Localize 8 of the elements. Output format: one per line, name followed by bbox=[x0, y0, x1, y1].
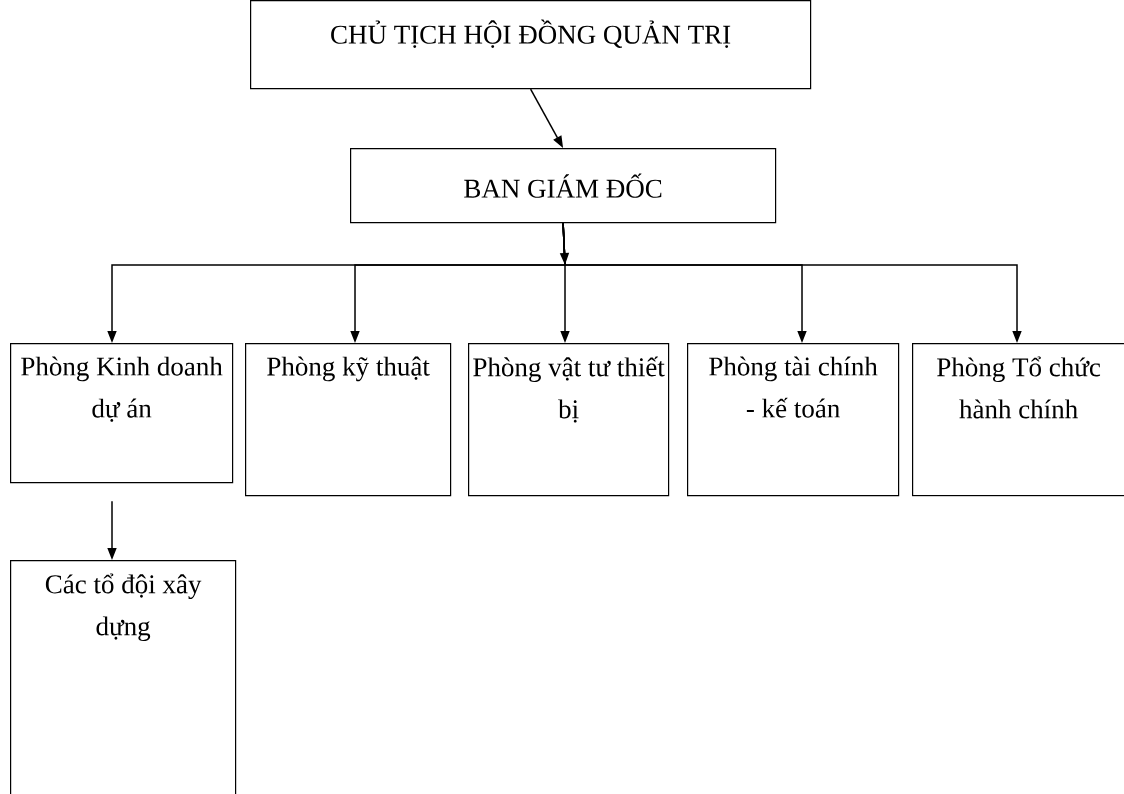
title-box: BAN GIÁM ĐỐC bbox=[350, 148, 777, 224]
department-box: Phòng Kinh doanh dự án bbox=[10, 343, 234, 484]
department-box: Phòng kỹ thuật bbox=[245, 343, 452, 497]
department-box: Phòng Tổ chức hành chính bbox=[912, 343, 1124, 497]
department-box: Phòng vật tư thiết bị bbox=[468, 343, 670, 497]
title-box: CHỦ TỊCH HỘI ĐỒNG QUẢN TRỊ bbox=[250, 0, 812, 90]
department-box: Các tổ đội xây dựng bbox=[10, 560, 237, 794]
department-box: Phòng tài chính - kế toán bbox=[687, 343, 900, 497]
